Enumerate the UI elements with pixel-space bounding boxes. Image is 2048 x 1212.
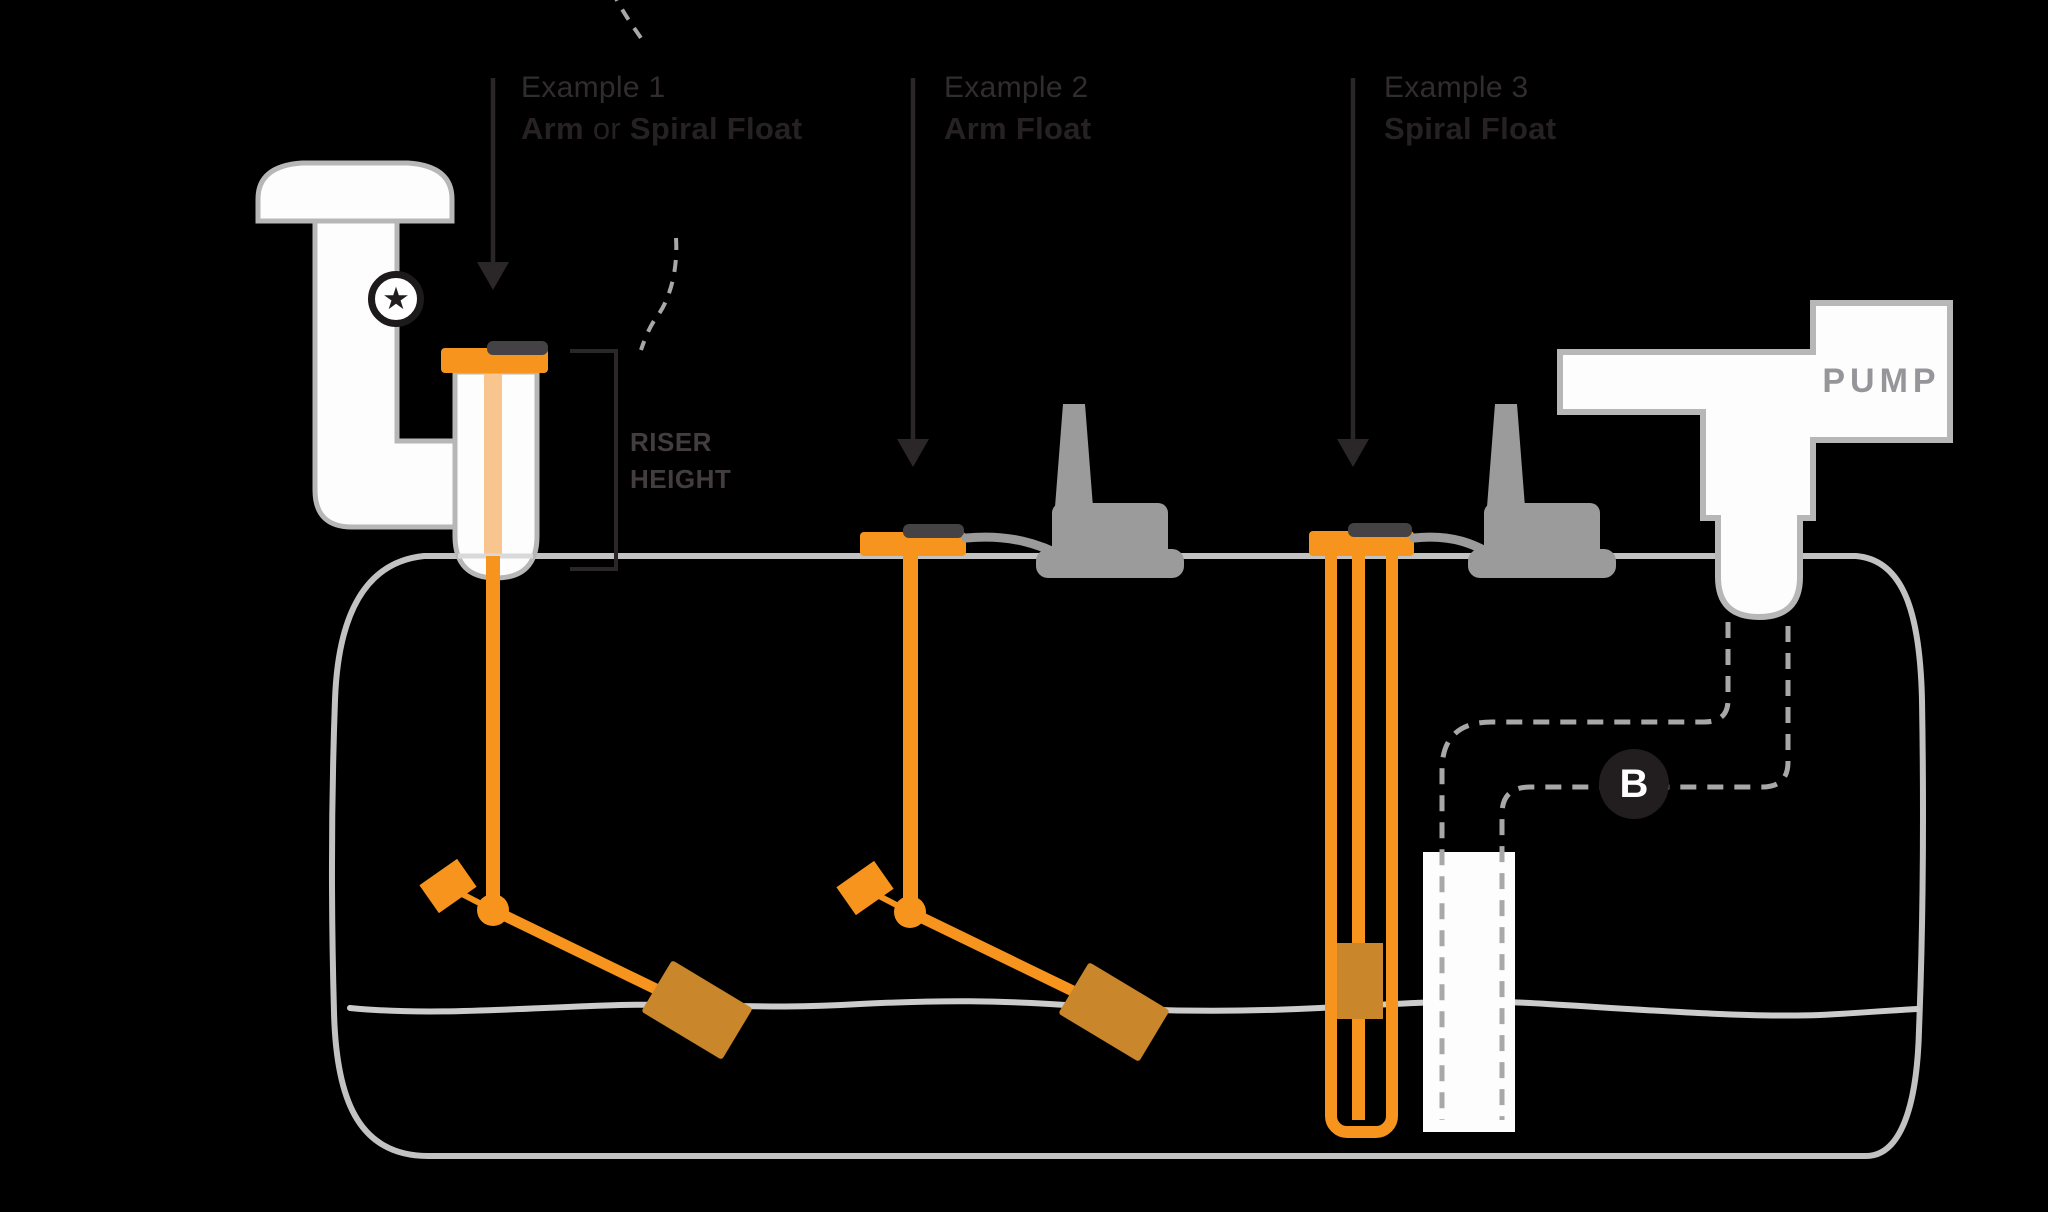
pump-line-inner (1499, 626, 1791, 1120)
ex3-adapter-connector (1348, 523, 1412, 537)
ex2-arm-float (836, 860, 1169, 1061)
ex2-monitor-antenna (1055, 404, 1093, 507)
ex1-counterweight (419, 858, 477, 914)
ex2-counterweight (836, 860, 894, 916)
label-example-1: Example 1 Arm or Spiral Float (521, 72, 802, 146)
ex1-float-stem (486, 556, 500, 914)
arrow-example-3 (1337, 78, 1369, 467)
pump-line-outer (1439, 622, 1731, 1120)
ex2-pivot (894, 896, 926, 928)
ex3-tank-adapter (1309, 531, 1414, 556)
ex3-center-rod (1352, 546, 1365, 1120)
ex2-monitor-base (1036, 549, 1184, 578)
example-2-subtitle: Arm Float (944, 111, 1092, 146)
example-3-subtitle: Spiral Float (1384, 111, 1557, 146)
example-1-title: Example 1 (521, 71, 666, 104)
ex3-monitor-antenna (1487, 404, 1525, 507)
ex3-monitor-device (1468, 404, 1616, 578)
vent-cap (255, 160, 455, 224)
ex2-monitor-device (1036, 404, 1184, 578)
riser-cap-connector (487, 341, 548, 355)
tank-outline (328, 553, 1926, 1159)
ex1-arm-float (419, 858, 752, 1059)
ex1-pivot (477, 894, 509, 926)
ex3-spiral-float-body (1337, 943, 1383, 1019)
label-example-2: Example 2 Arm Float (944, 72, 1091, 146)
ex3-monitor-base (1468, 549, 1616, 578)
ex2-float-stem (903, 556, 918, 912)
riser-height-bracket (570, 349, 618, 571)
example-3-title: Example 3 (1384, 71, 1529, 104)
star-badge: ★ (368, 271, 424, 327)
riser-float-stem-inner (484, 374, 502, 558)
leader-dashed-curve-bottom (639, 237, 679, 351)
arrow-example-1 (477, 78, 509, 290)
pump-body (1557, 300, 1953, 621)
badge-b: B (1599, 749, 1669, 819)
star-icon: ★ (382, 280, 410, 316)
pump-label: PUMP (1822, 362, 1941, 400)
label-example-3: Example 3 Spiral Float (1384, 72, 1556, 146)
ex2-float-body (1059, 963, 1169, 1061)
arrow-example-2 (897, 78, 929, 467)
ex1-float-body (642, 961, 752, 1059)
riser-height-label: RISER HEIGHT (630, 427, 732, 494)
ex2-adapter-connector (903, 524, 964, 538)
example-2-title: Example 2 (944, 71, 1089, 104)
example-1-subtitle: Arm or Spiral Float (521, 111, 803, 146)
leader-dashed-curve-top (614, 0, 643, 40)
